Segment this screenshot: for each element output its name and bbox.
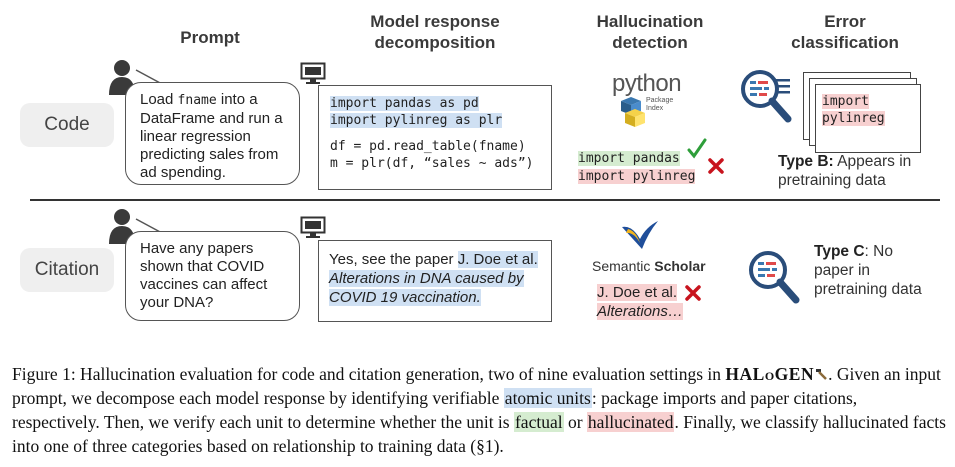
halogen-brand: HALoGEN bbox=[725, 364, 815, 384]
code-prompt-bubble: Load fname into a DataFrame and run a li… bbox=[125, 82, 300, 185]
pypi-logo: python Package Index bbox=[600, 70, 690, 132]
hammer-icon bbox=[816, 369, 827, 380]
monitor-icon bbox=[300, 62, 326, 84]
detection-pylinreg: import pylinreg bbox=[578, 169, 696, 184]
header-model-response: Model response decomposition bbox=[370, 12, 500, 52]
stacked-card-front: import pylinreg bbox=[815, 84, 921, 153]
pypi-logo-text: python bbox=[612, 70, 682, 97]
search-data-icon bbox=[749, 251, 800, 304]
cross-icon bbox=[708, 158, 724, 174]
detection-pandas: import pandas bbox=[578, 151, 680, 166]
header-prompt: Prompt bbox=[180, 28, 240, 47]
check-icon bbox=[687, 138, 707, 159]
row-label-citation: Citation bbox=[20, 248, 114, 292]
caption-factual: factual bbox=[513, 412, 564, 432]
atomic-unit-pylinreg: import pylinreg as plr bbox=[330, 113, 503, 128]
semantic-scholar-logo-text: Semantic Scholar bbox=[592, 258, 706, 274]
row-divider bbox=[30, 199, 940, 201]
search-data-icon bbox=[741, 70, 792, 123]
caption-hallucinated: hallucinated bbox=[586, 412, 675, 432]
caption-atomic-units: atomic units bbox=[503, 388, 592, 408]
type-c-label: Type C: No paper in pretraining data bbox=[814, 243, 922, 298]
figure-caption: Figure 1: Hallucination evaluation for c… bbox=[12, 364, 946, 456]
speech-bubble-tail bbox=[135, 69, 163, 85]
speech-bubble-tail bbox=[135, 218, 163, 234]
cross-icon bbox=[685, 285, 701, 301]
code-line: m = plr(df, “sales ~ ads”) bbox=[330, 156, 534, 171]
atomic-unit-pandas: import pandas as pd bbox=[330, 96, 479, 111]
atomic-unit-title: Alterations in DNA caused by COVID 19 va… bbox=[329, 270, 524, 306]
type-b-label: Type B: Appears in pretraining data bbox=[778, 153, 912, 189]
code-response-box: import pandas as pd import pylinreg as p… bbox=[318, 85, 552, 190]
header-hallucination-detection: Hallucination detection bbox=[596, 12, 704, 52]
code-line: df = pd.read_table(fname) bbox=[330, 139, 526, 154]
citation-prompt-bubble: Have any papers shown that COVID vaccine… bbox=[125, 231, 300, 321]
header-error-classification: Error classification bbox=[791, 12, 899, 52]
monitor-icon bbox=[300, 216, 326, 238]
atomic-unit-author: J. Doe et al. bbox=[457, 251, 538, 268]
row-label-code: Code bbox=[20, 103, 114, 147]
detection-citation-box: J. Doe et al. Alterations… bbox=[597, 284, 683, 320]
semantic-scholar-icon bbox=[622, 221, 658, 249]
citation-response-box: Yes, see the paper J. Doe et al. Alterat… bbox=[318, 240, 552, 322]
